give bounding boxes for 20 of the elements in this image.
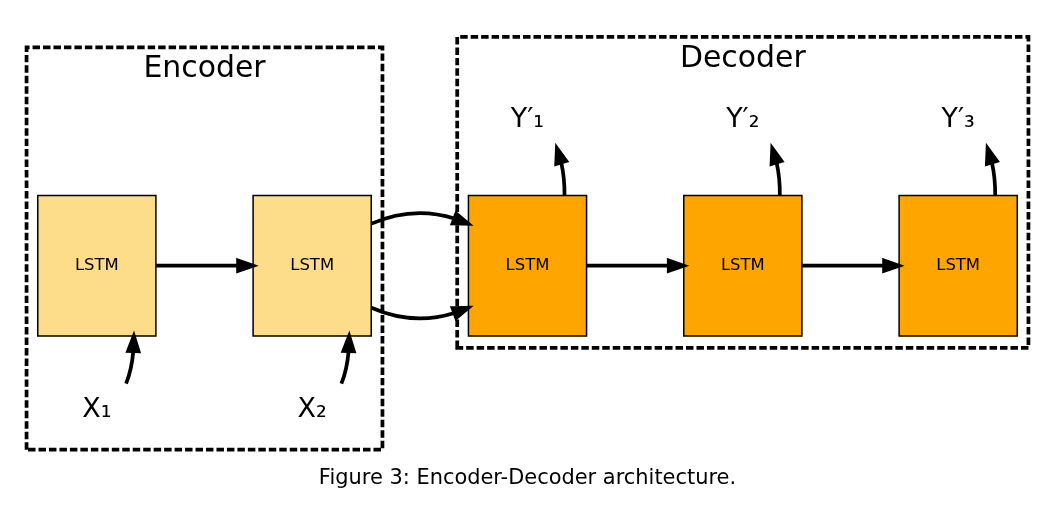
node-box: LSTM	[467, 194, 588, 337]
arrow	[802, 257, 905, 274]
arrow	[769, 142, 785, 195]
node-text: Y′₂	[726, 101, 760, 133]
arrow	[124, 330, 142, 384]
node-box: LSTM	[683, 194, 803, 337]
arrow	[586, 257, 690, 274]
arrow	[554, 142, 570, 195]
arrow	[339, 330, 357, 384]
node-text: X₁	[82, 391, 112, 423]
node-box: LSTM	[252, 194, 372, 337]
node-text: X₂	[297, 391, 327, 423]
node-text: Y′₃	[941, 101, 975, 133]
node-box: LSTM	[898, 194, 1018, 337]
node-box: LSTM	[37, 194, 157, 337]
arrow	[370, 209, 474, 321]
arrow	[984, 142, 1000, 195]
node-text: Y′₁	[510, 101, 545, 133]
arrow	[156, 257, 259, 274]
caption: Figure 3: Encoder-Decoder architecture.	[318, 464, 737, 489]
